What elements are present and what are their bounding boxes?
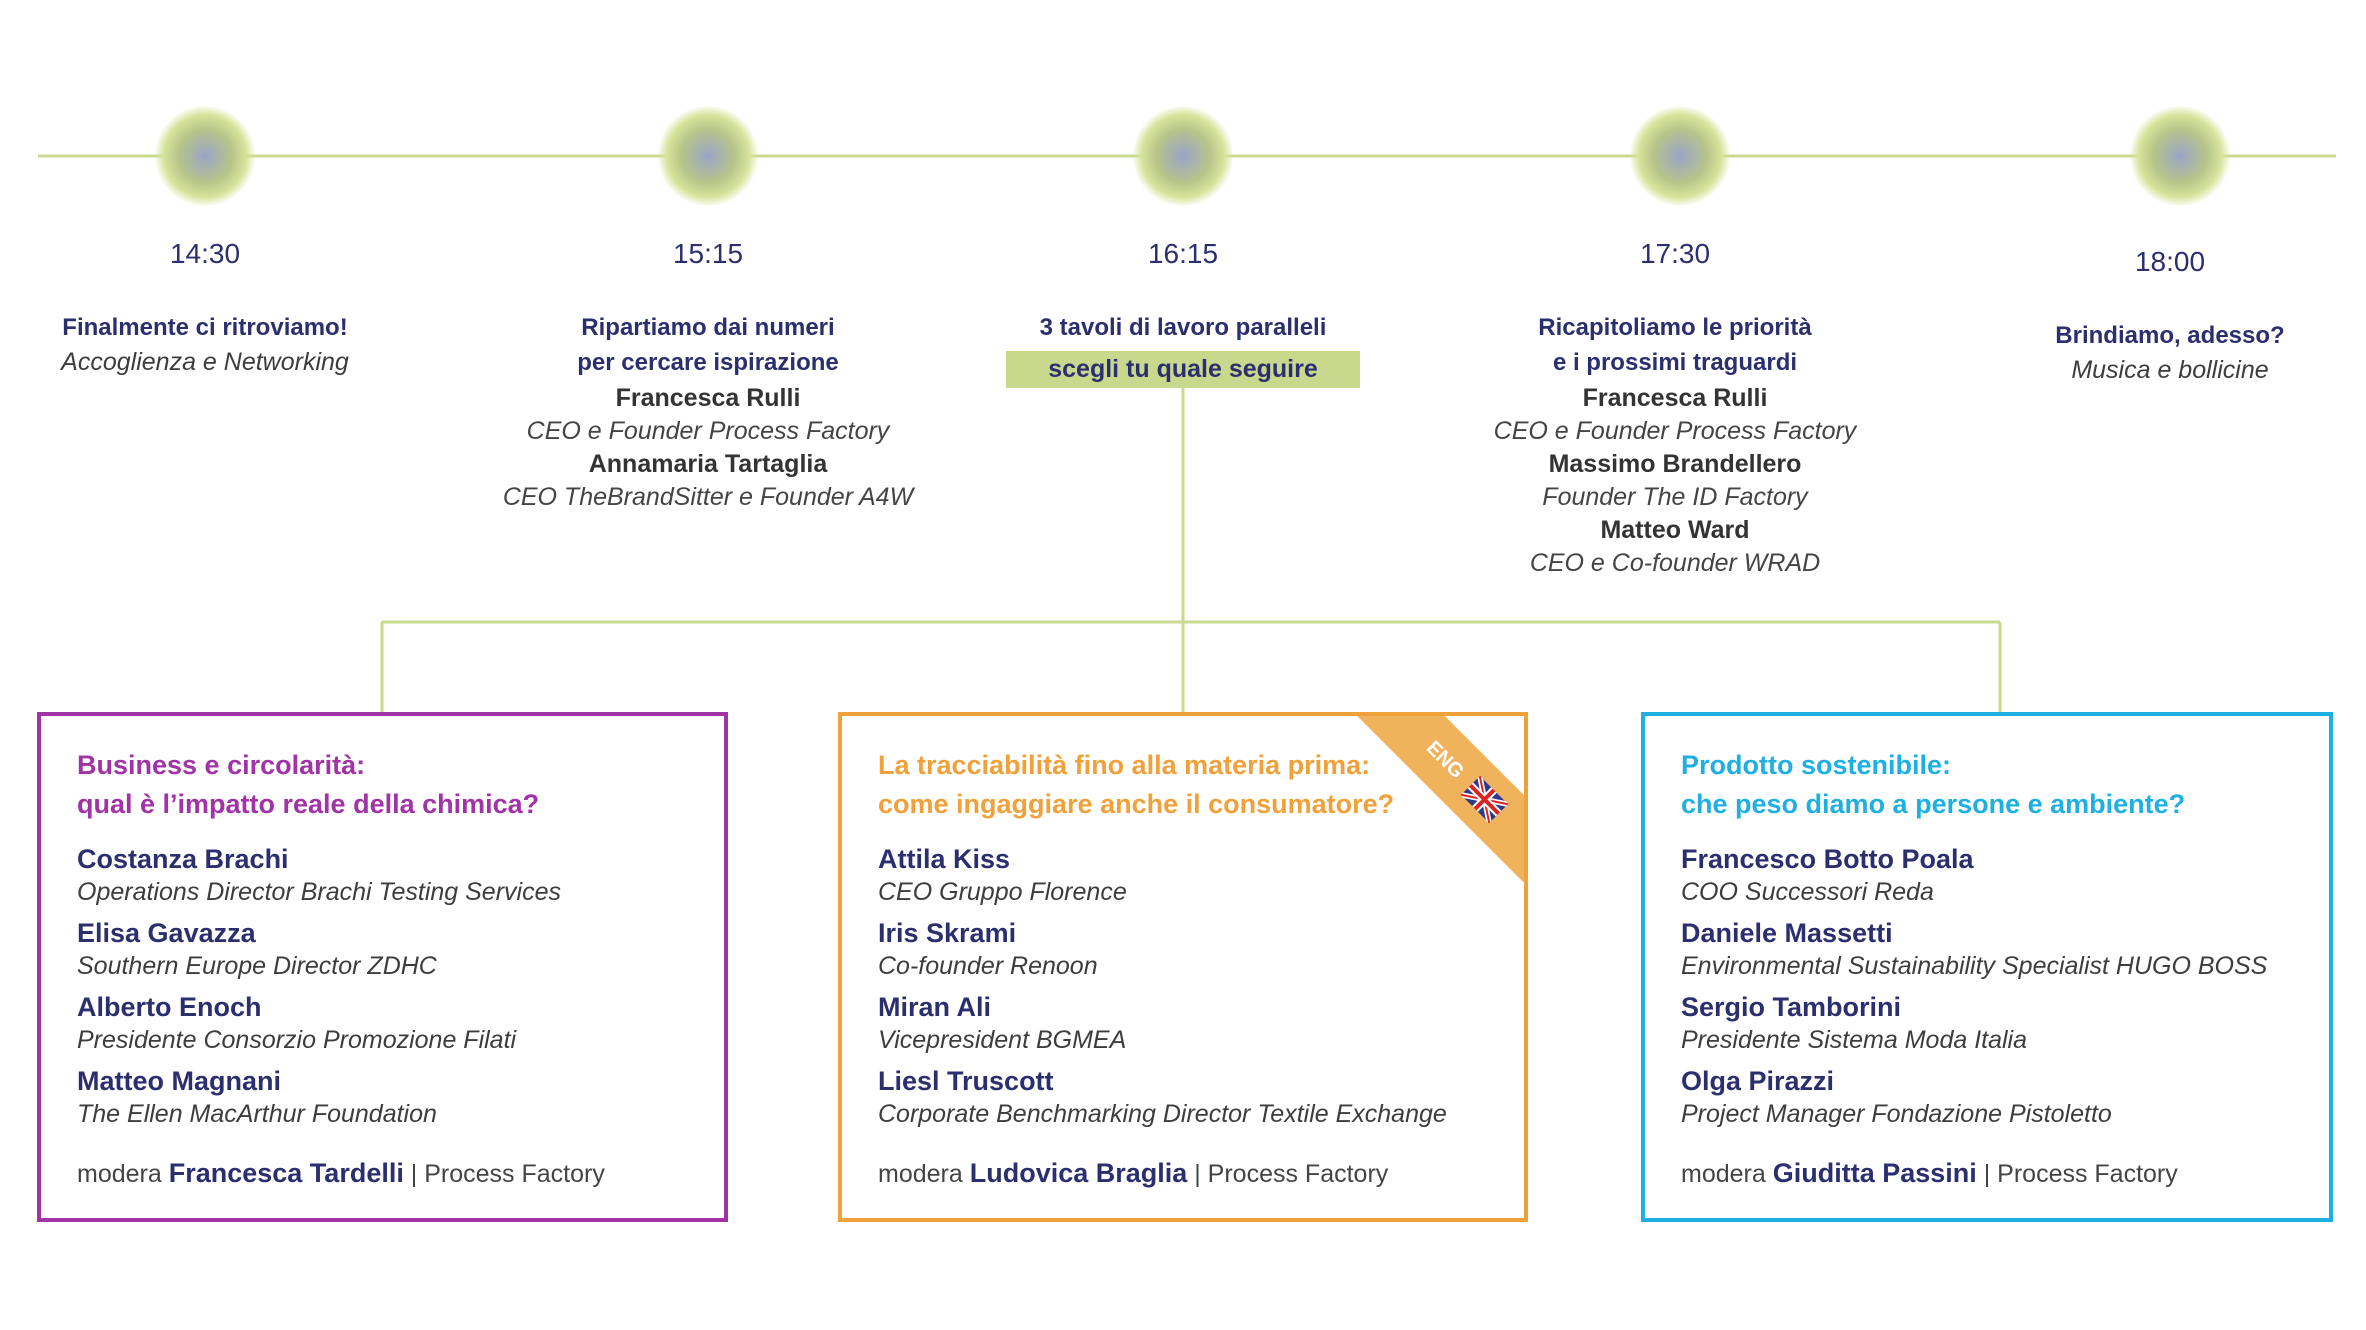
speaker: Olga Pirazzi Project Manager Fondazione … — [1681, 1064, 2329, 1130]
timeline-dot — [1630, 106, 1730, 206]
table-card-chemistry: Business e circolarità: qual è l’impatto… — [37, 712, 728, 1222]
speaker-name: Liesl Truscott — [878, 1066, 1054, 1096]
timeline-step: 17:30 Ricapitoliamo le priorità e i pros… — [1430, 238, 1920, 580]
step-title: 3 tavoli di lavoro paralleli — [1039, 314, 1327, 341]
moderator-name: Ludovica Braglia — [969, 1158, 1188, 1188]
timeline-step: 15:15 Ripartiamo dai numeri per cercare … — [458, 238, 958, 514]
speaker-name: Francesca Rulli — [615, 384, 801, 412]
moderator-line: modera Francesca Tardelli | Process Fact… — [77, 1158, 724, 1189]
moderator-prefix: modera — [878, 1160, 963, 1188]
moderator-org: | Process Factory — [1194, 1160, 1389, 1188]
speaker-name: Daniele Massetti — [1681, 918, 1893, 948]
moderator-line: modera Giuditta Passini | Process Factor… — [1681, 1158, 2329, 1189]
speaker-name: Sergio Tamborini — [1681, 992, 1902, 1022]
speaker-role: Presidente Consorzio Promozione Filati — [77, 1026, 517, 1054]
speaker-name: Alberto Enoch — [77, 992, 262, 1022]
speaker-name: Francesca Rulli — [1582, 384, 1768, 412]
step-time: 16:15 — [1147, 238, 1219, 269]
choose-track-label: scegli tu quale seguire — [1006, 351, 1360, 388]
uk-flag-icon — [1460, 775, 1509, 824]
speaker-role: CEO e Founder Process Factory — [526, 417, 890, 445]
step-subtitle: Accoglienza e Networking — [61, 348, 349, 376]
step-title: Brindiamo, adesso? — [2055, 322, 2285, 349]
speaker-role: CEO TheBrandSitter e Founder A4W — [502, 483, 914, 511]
speaker: Alberto Enoch Presidente Consorzio Promo… — [77, 990, 724, 1056]
step-time: 18:00 — [2134, 246, 2206, 277]
speaker-role: The Ellen MacArthur Foundation — [77, 1100, 437, 1128]
moderator-line: modera Ludovica Braglia | Process Factor… — [878, 1158, 1524, 1189]
speaker: Miran Ali Vicepresident BGMEA — [878, 990, 1524, 1056]
speaker-role: CEO e Co-founder WRAD — [1529, 549, 1821, 577]
speaker-role: CEO e Founder Process Factory — [1493, 417, 1857, 445]
speaker: Elisa Gavazza Southern Europe Director Z… — [77, 916, 724, 982]
speaker: Liesl Truscott Corporate Benchmarking Di… — [878, 1064, 1524, 1130]
timeline-dot — [658, 106, 758, 206]
speaker-name: Matteo Ward — [1600, 516, 1750, 544]
step-title: Ripartiamo dai numeri per cercare ispira… — [577, 314, 839, 376]
speaker-name: Miran Ali — [878, 992, 992, 1022]
timeline-step: 14:30 Finalmente ci ritroviamo! Accoglie… — [25, 238, 385, 380]
speaker: Iris Skrami Co-founder Renoon — [878, 916, 1524, 982]
speaker-name: Olga Pirazzi — [1681, 1066, 1835, 1096]
speaker: Matteo Magnani The Ellen MacArthur Found… — [77, 1064, 724, 1130]
speaker-role: Presidente Sistema Moda Italia — [1681, 1026, 2028, 1054]
timeline-dot — [155, 106, 255, 206]
speaker-role: Corporate Benchmarking Director Textile … — [878, 1100, 1447, 1128]
speaker-role: COO Successori Reda — [1681, 878, 1934, 906]
table-card-sustainable-product: Prodotto sostenibile: che peso diamo a p… — [1641, 712, 2333, 1222]
moderator-name: Francesca Tardelli — [168, 1158, 404, 1188]
moderator-prefix: modera — [1681, 1160, 1766, 1188]
speaker-block: Francesca Rulli CEO e Founder Process Fa… — [458, 382, 958, 514]
timeline-step: 16:15 3 tavoli di lavoro paralleli scegl… — [958, 238, 1408, 388]
speaker: Daniele Massetti Environmental Sustainab… — [1681, 916, 2329, 982]
speaker-name: Attila Kiss — [878, 844, 1011, 874]
language-badge: ENG — [1350, 716, 1524, 893]
card-title: Business e circolarità: qual è l’impatto… — [77, 750, 540, 819]
step-time: 17:30 — [1639, 238, 1711, 269]
step-title: Finalmente ci ritroviamo! — [62, 314, 348, 341]
timeline-step: 18:00 Brindiamo, adesso? Musica e bollic… — [1990, 246, 2350, 388]
speaker-name: Massimo Brandellero — [1548, 450, 1802, 478]
moderator-prefix: modera — [77, 1160, 162, 1188]
moderator-org: | Process Factory — [410, 1160, 605, 1188]
speaker: Francesco Botto Poala COO Successori Red… — [1681, 842, 2329, 908]
speaker-role: CEO Gruppo Florence — [878, 878, 1127, 906]
speaker: Attila Kiss CEO Gruppo Florence — [878, 842, 1524, 908]
speaker-role: Environmental Sustainability Specialist … — [1681, 952, 2268, 980]
speaker-name: Matteo Magnani — [77, 1066, 282, 1096]
step-time: 15:15 — [672, 238, 744, 269]
speaker-name: Francesco Botto Poala — [1681, 844, 1974, 874]
step-subtitle: Musica e bollicine — [2071, 356, 2269, 384]
speaker-block: Francesca Rulli CEO e Founder Process Fa… — [1430, 382, 1920, 580]
speaker-role: Project Manager Fondazione Pistoletto — [1681, 1100, 2112, 1128]
step-title: Ricapitoliamo le priorità e i prossimi t… — [1538, 314, 1812, 376]
card-title: Prodotto sostenibile: che peso diamo a p… — [1681, 750, 2186, 819]
speaker-role: Operations Director Brachi Testing Servi… — [77, 878, 561, 906]
timeline-dot — [1133, 106, 1233, 206]
moderator-org: | Process Factory — [1983, 1160, 2178, 1188]
table-card-traceability: ENG La tracciabilità fino alla materia p… — [838, 712, 1528, 1222]
speaker-name: Annamaria Tartaglia — [588, 450, 828, 478]
speaker-role: Co-founder Renoon — [878, 952, 1098, 980]
moderator-name: Giuditta Passini — [1772, 1158, 1977, 1188]
speaker-name: Iris Skrami — [878, 918, 1017, 948]
speaker-role: Southern Europe Director ZDHC — [77, 952, 437, 980]
speaker-role: Founder The ID Factory — [1542, 483, 1808, 511]
speaker-role: Vicepresident BGMEA — [878, 1026, 1127, 1054]
speaker: Costanza Brachi Operations Director Brac… — [77, 842, 724, 908]
speaker: Sergio Tamborini Presidente Sistema Moda… — [1681, 990, 2329, 1056]
speaker-name: Costanza Brachi — [77, 844, 289, 874]
step-time: 14:30 — [169, 238, 241, 269]
speaker-name: Elisa Gavazza — [77, 918, 256, 948]
timeline-dot — [2130, 106, 2230, 206]
card-title: La tracciabilità fino alla materia prima… — [878, 750, 1395, 819]
badge-label: ENG — [1422, 736, 1469, 783]
